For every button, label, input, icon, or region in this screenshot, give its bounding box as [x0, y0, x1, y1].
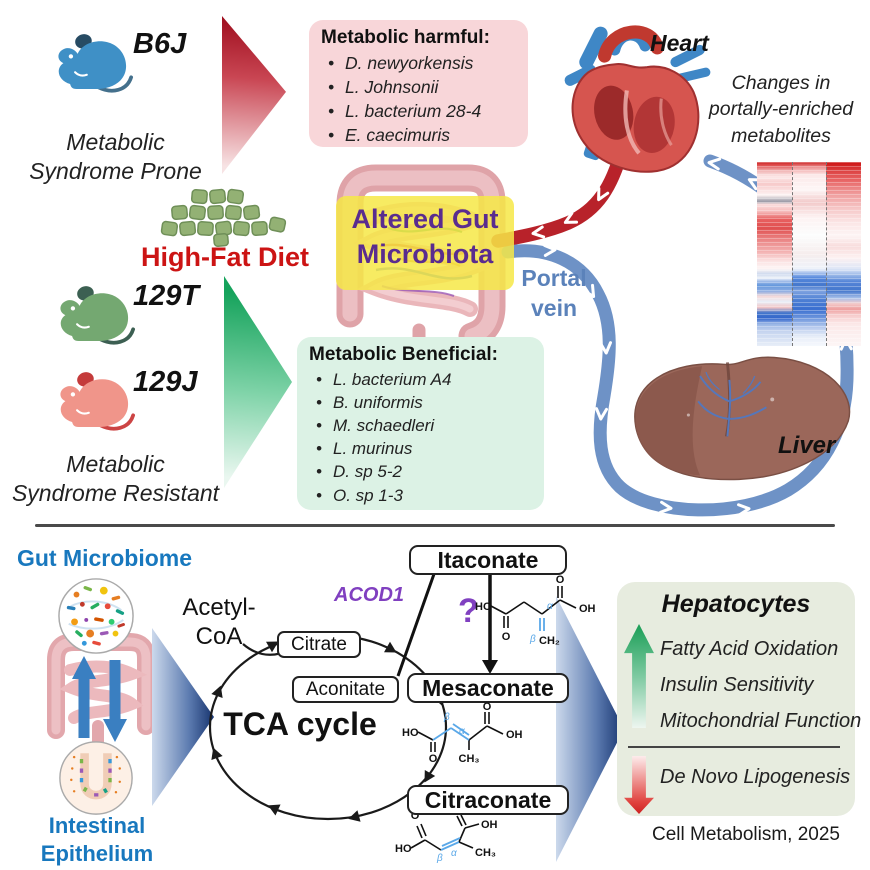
chem-label: O: [429, 753, 438, 764]
beneficial-item: L. murinus: [309, 437, 532, 460]
chem-label: OH: [481, 819, 498, 831]
chem-label: CH₂: [539, 635, 560, 647]
chem-label: β: [443, 712, 450, 723]
beneficial-item: B. uniformis: [309, 391, 532, 414]
chem-label: OH: [506, 729, 523, 741]
b6j-label: B6J: [133, 28, 187, 60]
harmful-item: E. caecimuris: [321, 123, 516, 147]
chem-label: α: [547, 601, 553, 612]
liver-illustration: [634, 356, 851, 481]
mesaconate-label: Mesaconate: [422, 674, 554, 701]
hepatocytes-box: Hepatocytes: [617, 582, 855, 816]
chem-label: β: [436, 853, 443, 864]
citation: Cell Metabolism, 2025: [652, 824, 840, 845]
epithelium-circle-icon: [59, 741, 133, 815]
harmful-item: D. newyorkensis: [321, 51, 516, 75]
harmful-item: L. Johnsonii: [321, 75, 516, 99]
resistant-description: Metabolic Syndrome Resistant: [11, 451, 220, 506]
citraconate-label: Citraconate: [424, 786, 552, 813]
chem-label: HO: [475, 601, 492, 613]
citraconate-box: Citraconate: [407, 785, 569, 815]
hepatocyte-effect: De Novo Lipogenesis: [660, 766, 851, 788]
citrate-box: Citrate: [277, 631, 361, 658]
heatmap-separator: [792, 162, 793, 346]
129j-label: 129J: [133, 366, 198, 398]
hepatocytes-divider: [628, 746, 840, 748]
itaconate-label: Itaconate: [437, 546, 539, 573]
mouse-129t-icon: [60, 286, 136, 345]
heatmap-column: [792, 162, 826, 346]
hepatocyte-effect: Insulin Sensitivity: [660, 674, 814, 696]
beneficial-item: D. sp 5-2: [309, 460, 532, 483]
chem-label: OH: [579, 603, 596, 615]
harmful-item: L. bacterium 28-4: [321, 99, 516, 123]
hepatocyte-effect: Mitochondrial Function: [660, 710, 862, 732]
acetyl-coa-label: Acetyl- CoA: [182, 594, 256, 650]
altered-gut-highlight: [336, 196, 514, 290]
metabolites-note: Changes in portally-enriched metabolites: [708, 72, 854, 147]
heart-illustration: [564, 25, 711, 173]
itaconate-box: Itaconate: [409, 545, 567, 575]
beneficial-item: M. schaedleri: [309, 414, 532, 437]
beneficial-box-title: Metabolic Beneficial:: [309, 344, 498, 365]
itaconate-structure: HO O O OH CH₂ α β: [475, 574, 596, 647]
beneficial-item: L. bacterium A4: [309, 368, 532, 391]
metabolic-beneficial-box: Metabolic Beneficial: L. bacterium A4 B.…: [297, 337, 544, 510]
acod1-label: ACOD1: [334, 584, 405, 606]
chem-label: O: [411, 810, 420, 822]
gut-microbiome-label: Gut Microbiome: [16, 545, 193, 571]
hepatocytes-title: Hepatocytes: [661, 590, 811, 618]
mouse-129j-icon: [60, 372, 136, 431]
mesaconate-box: Mesaconate: [407, 673, 569, 703]
chem-label: α: [459, 726, 465, 737]
chem-label: O: [502, 631, 511, 643]
metabolite-heatmap: [757, 162, 861, 346]
heatmap-column: [826, 162, 861, 346]
chem-label: β: [529, 634, 536, 645]
chem-label: CH₃: [459, 753, 480, 764]
aconitate-label: Aconitate: [305, 678, 386, 700]
chem-label: HO: [402, 727, 419, 739]
chem-label: HO: [395, 843, 412, 855]
hepatocyte-effect: Fatty Acid Oxidation: [660, 638, 839, 660]
altered-gut-label: Altered Gut Microbiota: [351, 204, 499, 270]
section-divider: [35, 524, 835, 527]
intestinal-epithelium-label: Intestinal Epithelium: [40, 813, 154, 866]
aconitate-box: Aconitate: [292, 676, 399, 703]
beneficial-item: O. sp 1-3: [309, 484, 532, 507]
tca-cycle-label: TCA cycle: [223, 706, 377, 742]
chem-label: CH₃: [475, 847, 496, 859]
heatmap-row-texture: [757, 162, 861, 346]
citrate-label: Citrate: [291, 633, 347, 655]
heatmap-column: [757, 162, 792, 346]
chem-label: α: [451, 848, 457, 859]
chem-label: O: [483, 702, 492, 713]
liver-label: Liver: [778, 432, 836, 459]
129t-label: 129T: [133, 280, 200, 312]
harmful-box-title: Metabolic harmful:: [321, 27, 490, 48]
b6j-description: Metabolic Syndrome Prone: [29, 129, 202, 184]
heart-label: Heart: [650, 30, 709, 56]
food-pellets-icon: [160, 188, 287, 248]
heatmap-separator: [826, 162, 827, 346]
question-mark-label: ?: [458, 592, 479, 630]
microbiome-circle-icon: [58, 578, 134, 654]
mouse-b6j-icon: [58, 34, 134, 93]
portal-vein-label: Portal vein: [521, 265, 587, 321]
chem-label: O: [556, 574, 565, 586]
mesaconate-structure: HO O O OH CH₃ β α: [402, 702, 523, 764]
high-fat-diet-label: High-Fat Diet: [141, 242, 309, 272]
metabolic-harmful-box: Metabolic harmful: D. newyorkensis L. Jo…: [309, 20, 528, 148]
